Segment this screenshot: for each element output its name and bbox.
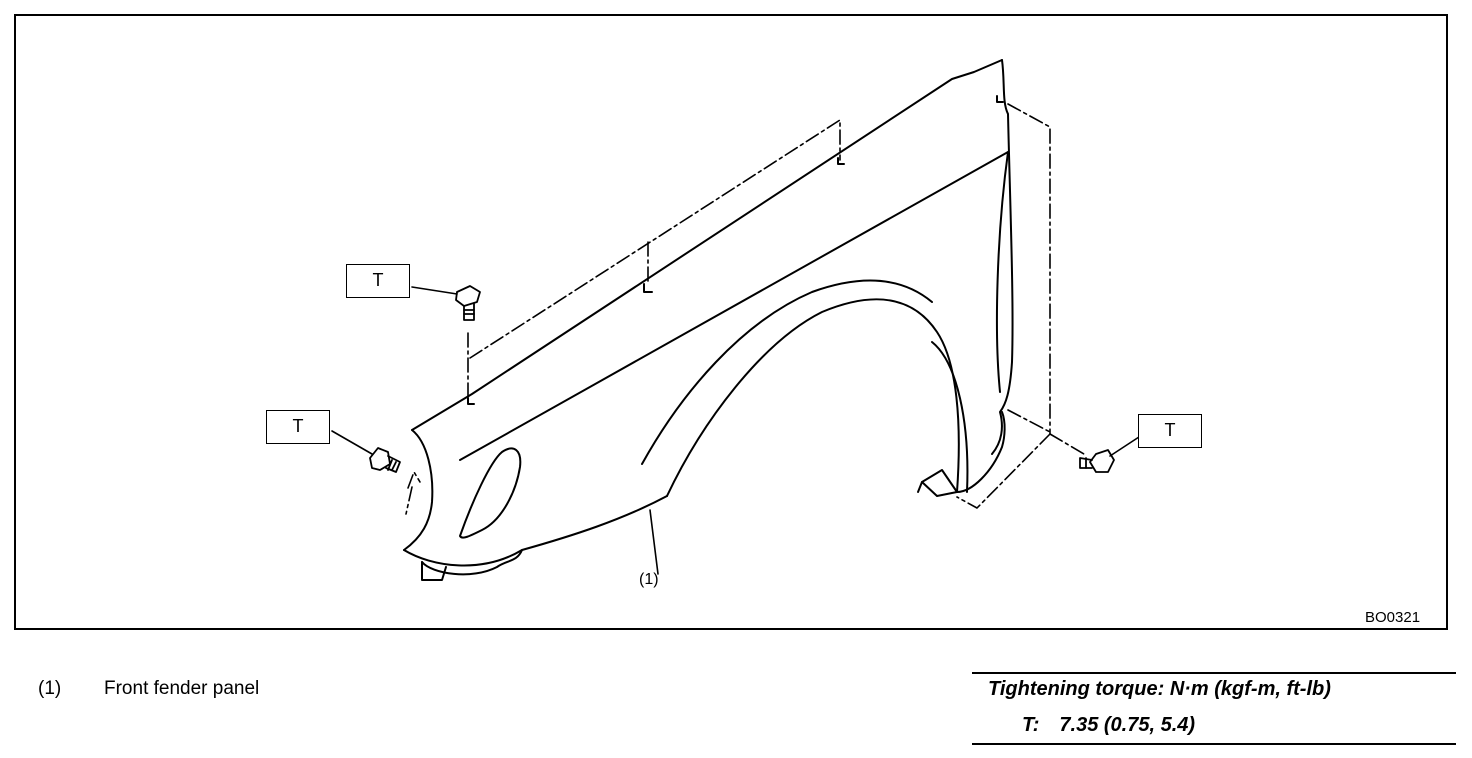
torque-table: Tightening torque: N·m (kgf-m, ft-lb) T:… (972, 672, 1456, 746)
table-bottom-rule (972, 743, 1456, 745)
torque-callout-box: T (346, 264, 410, 298)
torque-value: 7.35 (0.75, 5.4) (1059, 714, 1196, 736)
torque-callout-box: T (266, 410, 330, 444)
front-fender-panel (403, 59, 1014, 581)
legend-description: Front fender panel (104, 678, 260, 699)
torque-symbol: T: (1022, 714, 1040, 736)
torque-callout-box: T (1138, 414, 1202, 448)
figure-frame (14, 14, 1448, 630)
legend-number: (1) (38, 678, 62, 699)
torque-row: T: 7.35 (0.75, 5.4) (1022, 714, 1195, 737)
bolt-icon (455, 285, 481, 321)
torque-heading: Tightening torque: N·m (kgf-m, ft-lb) (988, 678, 1331, 700)
leader-lines (405, 103, 1085, 515)
bolt-icon (1079, 449, 1115, 473)
callout-pointers (331, 286, 1143, 575)
table-top-rule (972, 672, 1456, 674)
figure-id: BO0321 (1365, 609, 1421, 626)
bolt-icon (369, 447, 401, 473)
part-number-callout: (1) (639, 571, 659, 588)
